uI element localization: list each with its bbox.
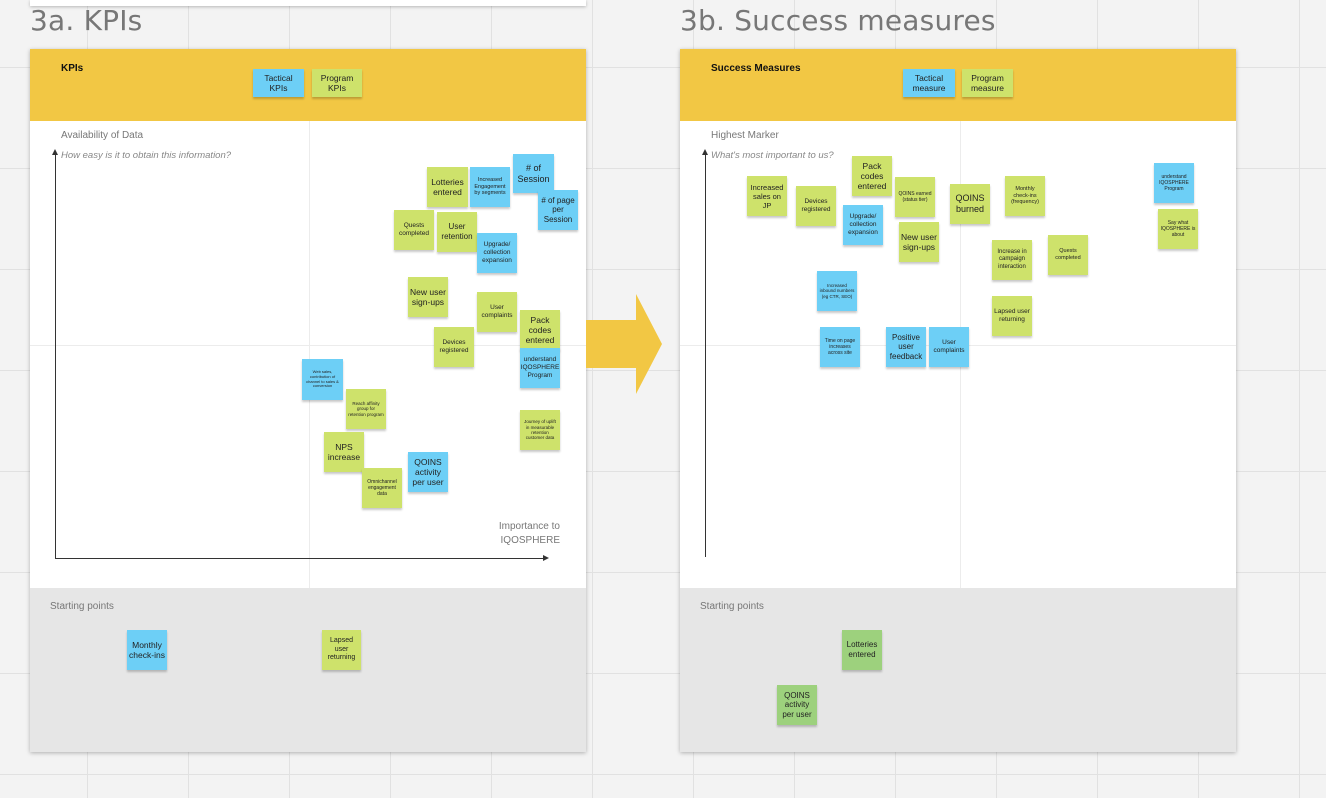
kpis-section-title: 3a. KPIs [30,4,143,37]
success-sticky-lapsed-user-returning[interactable]: Lapsed user returning [992,296,1032,336]
success-sticky-upgrade-collection[interactable]: Upgrade/ collection expansion [843,205,883,245]
success-sticky-qoins-activity[interactable]: QOINS activity per user [777,685,817,725]
success-sticky-qoins-burned[interactable]: QOINS burned [950,184,990,224]
kpis-sticky-pack-codes[interactable]: Pack codes entered [520,310,560,350]
kpis-sticky-num-of-session[interactable]: # of Session [513,154,554,193]
kpis-starting-label: Starting points [50,601,114,612]
kpis-legend-tactical[interactable]: Tactical KPIs [253,69,304,97]
kpis-y-axis-label: Availability of Data [61,130,144,141]
success-legend-program[interactable]: Program measure [962,69,1013,97]
kpis-grid-divider-v [309,121,310,588]
success-sticky-increased-inbound[interactable]: Increased inbound numbers (eg CTR, SEO) [817,271,857,311]
kpis-header: KPIs [30,49,586,121]
kpis-sticky-page-per-session[interactable]: # of page per Session [538,190,578,230]
kpis-y-axis [55,152,56,559]
kpis-x-axis-label-line2: IQOSPHERE [500,534,560,546]
kpis-grid-divider-h [30,345,586,346]
kpis-x-axis-label: Importance to IQOSPHERE [470,520,560,547]
kpis-sticky-devices-registered[interactable]: Devices registered [434,327,474,367]
success-sticky-pack-codes[interactable]: Pack codes entered [852,156,892,196]
kpis-sticky-new-user-signups[interactable]: New user sign-ups [408,277,448,317]
kpis-sticky-monthly-checkins[interactable]: Monthly check-ins [127,630,167,670]
success-y-axis-subtitle: What's most important to us? [711,150,834,161]
success-header-title: Success Measures [711,63,801,74]
previous-frame-edge [30,0,586,6]
kpis-sticky-journey-uplift[interactable]: Journey of uplift in measurable retentio… [520,410,560,450]
kpis-starting-area: Starting points [30,588,586,752]
success-sticky-positive-feedback[interactable]: Positive user feedback [886,327,926,367]
success-sticky-time-on-page[interactable]: Time on page increases across site [820,327,860,367]
success-y-axis-label: Highest Marker [711,130,779,141]
success-sticky-new-user-signups[interactable]: New user sign-ups [899,222,939,262]
success-sticky-lotteries-entered[interactable]: Lotteries entered [842,630,882,670]
success-y-axis-arrow [702,149,708,155]
kpis-y-axis-arrow [52,149,58,155]
success-sticky-qoins-earned[interactable]: QOINS earned (status tier) [895,177,935,217]
success-starting-area: Starting points [680,588,1236,752]
success-sticky-monthly-checkins[interactable]: Monthly check-ins (frequency) [1005,176,1045,216]
success-sticky-user-complaints[interactable]: User complaints [929,327,969,367]
kpis-y-axis-subtitle: How easy is it to obtain this informatio… [61,150,232,161]
success-sticky-quests-completed[interactable]: Quests completed [1048,235,1088,275]
success-header: Success Measures [680,49,1236,121]
kpis-sticky-user-retention[interactable]: User retention [437,212,477,252]
success-y-axis [705,152,706,557]
kpis-legend-program[interactable]: Program KPIs [312,69,362,97]
success-starting-label: Starting points [700,601,764,612]
kpis-x-axis-arrow [543,555,549,561]
kpis-sticky-understand-program[interactable]: understand IQOSPHERE Program [520,348,560,388]
success-sticky-increase-campaign[interactable]: Increase in campaign interaction [992,240,1032,280]
kpis-sticky-lotteries-entered[interactable]: Lotteries entered [427,167,468,207]
flow-arrow-icon [586,294,662,394]
kpis-x-axis-label-line1: Importance to [498,521,560,532]
kpis-sticky-web-sales[interactable]: Web sales, contribution of channel to sa… [302,359,343,400]
kpis-sticky-reach-affinity[interactable]: Reach affinity group for retention progr… [346,389,386,429]
success-legend-tactical[interactable]: Tactical measure [903,69,955,97]
success-sticky-understand-program[interactable]: understand IQOSPHERE Program [1154,163,1194,203]
kpis-sticky-increased-engagement[interactable]: Increased Engagement by segments [470,167,510,207]
kpis-header-title: KPIs [61,63,84,74]
kpis-sticky-qoins-activity[interactable]: QOINS activity per user [408,452,448,492]
kpis-sticky-nps-increase[interactable]: NPS increase [324,432,364,472]
success-sticky-say-what-iqosphere[interactable]: Say what IQOSPHERE is about [1158,209,1198,249]
success-sticky-increased-sales[interactable]: Increased sales on JP [747,176,787,216]
kpis-sticky-omnichannel[interactable]: Omnichannel engagement data [362,468,402,508]
success-section-title: 3b. Success measures [680,4,996,37]
kpis-sticky-lapsed-user-returning[interactable]: Lapsed user returning [322,630,361,670]
kpis-sticky-quests-completed[interactable]: Quests completed [394,210,434,250]
kpis-sticky-user-complaints[interactable]: User complaints [477,292,517,332]
kpis-x-axis [55,558,543,559]
success-board[interactable]: Success Measures Starting points [680,49,1236,752]
kpis-sticky-upgrade-collection[interactable]: Upgrade/ collection expansion [477,233,517,273]
success-sticky-devices-registered[interactable]: Devices registered [796,186,836,226]
kpis-board[interactable]: KPIs Starting points [30,49,586,752]
